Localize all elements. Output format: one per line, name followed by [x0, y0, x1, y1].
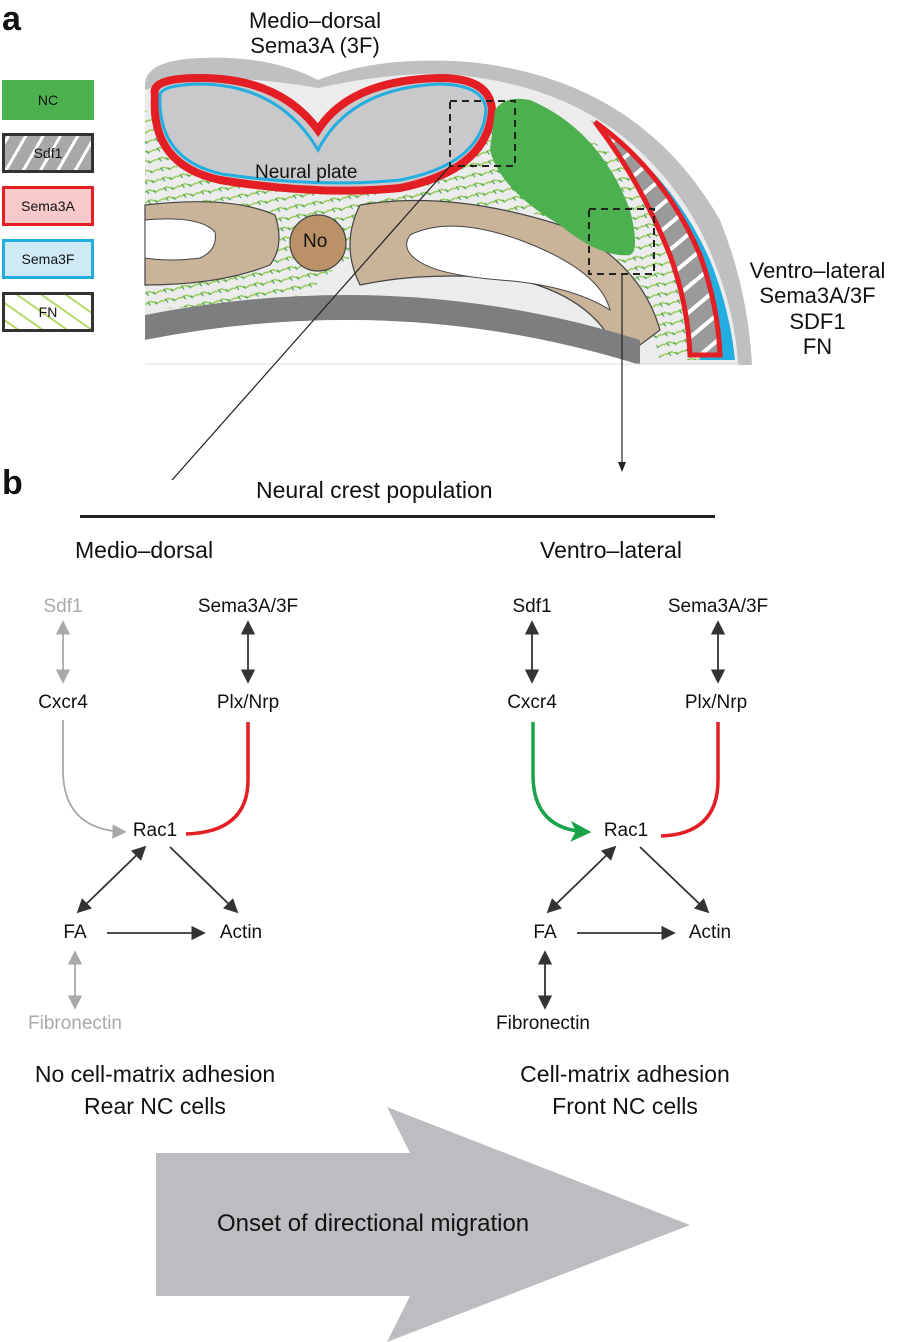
legend-sema3f: Sema3F — [2, 239, 94, 279]
right-plx-rac1-inhibition — [660, 722, 720, 838]
legend-sema3f-label: Sema3F — [21, 251, 75, 267]
legend-fn-label: FN — [38, 304, 58, 320]
left-cxcr4-rac1-arrow — [62, 720, 127, 839]
right-rac1-fa-arrow — [546, 845, 617, 914]
right-caption-line2: Front NC cells — [552, 1093, 698, 1120]
zoom-box-medio-dorsal — [449, 100, 516, 167]
right-node-sema: Sema3A/3F — [667, 596, 769, 617]
right-node-actin: Actin — [688, 922, 732, 943]
panel-a-letter: a — [2, 0, 21, 38]
right-node-cxcr4: Cxcr4 — [507, 692, 557, 713]
endoderm — [145, 295, 640, 365]
notochord — [289, 214, 347, 272]
ventro-lateral-label: Ventro–lateral Sema3A/3F SDF1 FN — [735, 258, 900, 359]
left-node-fa: FA — [63, 922, 87, 943]
legend-nc-label: NC — [37, 92, 59, 108]
right-caption-line1: Cell-matrix adhesion — [520, 1061, 730, 1087]
neural-plate-label: Neural plate — [255, 162, 358, 183]
left-caption-line1: No cell-matrix adhesion — [34, 1061, 276, 1087]
ventro-lateral-line4: FN — [802, 333, 833, 359]
legend-fn: FN — [2, 292, 94, 332]
left-rac1-fa-arrow — [76, 845, 147, 914]
legend-sema3a: Sema3A — [2, 186, 94, 226]
right-node-sdf1: Sdf1 — [512, 596, 552, 617]
left-heading: Medio–dorsal — [75, 537, 214, 563]
right-rac1-actin-arrow — [639, 846, 710, 914]
right-heading: Ventro–lateral — [540, 537, 682, 563]
notochord-label: No — [303, 231, 328, 252]
legend-sdf1-label: Sdf1 — [33, 145, 63, 161]
right-node-rac1: Rac1 — [603, 820, 649, 841]
left-rac1-actin-arrow — [169, 846, 239, 914]
panel-b-letter: b — [2, 464, 23, 502]
left-caption-line2: Rear NC cells — [84, 1093, 226, 1120]
left-caption: No cell-matrix adhesion Rear NC cells — [35, 1058, 275, 1122]
ventro-lateral-line1: Ventro–lateral — [749, 258, 886, 283]
ventro-lateral-line3: SDF1 — [789, 308, 846, 334]
medio-dorsal-line2: Sema3A (3F) — [250, 33, 380, 59]
ventro-lateral-line2: Sema3A/3F — [759, 283, 876, 309]
left-node-sdf1: Sdf1 — [43, 596, 83, 617]
migration-arrow-label: Onset of directional migration — [217, 1210, 530, 1237]
left-node-sema: Sema3A/3F — [197, 596, 299, 617]
right-node-plx: Plx/Nrp — [684, 692, 748, 713]
left-node-rac1: Rac1 — [132, 820, 178, 841]
left-node-plx: Plx/Nrp — [216, 692, 280, 713]
neural-crest — [490, 98, 635, 256]
medio-dorsal-label: Medio–dorsal Sema3A (3F) — [215, 8, 415, 59]
left-node-actin: Actin — [219, 922, 263, 943]
embryo-section — [144, 57, 752, 480]
right-cxcr4-rac1-activation — [531, 722, 592, 842]
panel-b-title: Neural crest population — [256, 477, 493, 503]
right-node-fibronectin: Fibronectin — [496, 1013, 590, 1034]
left-plx-rac1-inhibition — [185, 722, 250, 836]
medio-dorsal-line1: Medio–dorsal — [248, 8, 382, 33]
legend-sema3a-label: Sema3A — [21, 198, 75, 214]
left-node-fibronectin: Fibronectin — [28, 1013, 122, 1034]
left-node-cxcr4: Cxcr4 — [38, 692, 88, 713]
legend-sdf1: Sdf1 — [2, 133, 94, 173]
title-divider — [80, 515, 715, 518]
right-node-fa: FA — [533, 922, 557, 943]
right-caption: Cell-matrix adhesion Front NC cells — [520, 1058, 730, 1122]
legend-nc: NC — [2, 80, 94, 120]
